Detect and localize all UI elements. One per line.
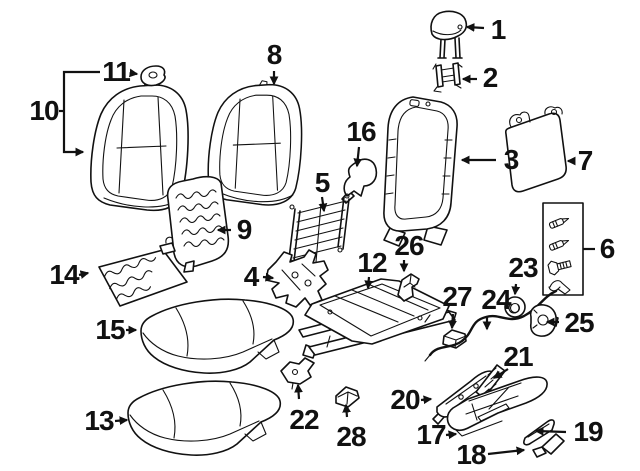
callout-14: 14 — [49, 259, 79, 290]
callout-3: 3 — [503, 144, 520, 175]
callout-6: 6 — [599, 233, 616, 264]
callout-20: 20 — [390, 384, 420, 415]
bushing-drawing — [504, 296, 526, 318]
hardware-kit-drawing — [542, 202, 595, 296]
callout-18: 18 — [456, 439, 486, 470]
seatback-frame-drawing — [383, 96, 458, 247]
mount-bracket-drawing — [280, 357, 315, 390]
callout-11: 11 — [102, 56, 131, 87]
cushion-heat-pad-drawing — [98, 236, 188, 307]
callout-8: 8 — [266, 39, 283, 70]
callout-10: 10 — [29, 95, 59, 126]
callout-26: 26 — [394, 230, 424, 261]
callout-24: 24 — [481, 284, 511, 315]
trim-cover-front-drawing — [532, 433, 565, 458]
callout-12: 12 — [357, 247, 387, 278]
callout-2: 2 — [482, 62, 499, 93]
headrest-drawing — [430, 10, 468, 59]
spring-mat-drawing — [288, 193, 350, 265]
seat-cushion-cover-drawing — [140, 298, 295, 374]
callout-13: 13 — [84, 405, 114, 436]
lumbar-heat-pad-drawing — [166, 175, 230, 273]
trim-cap-drawing — [140, 65, 166, 87]
lumbar-adjuster-drawing — [265, 249, 329, 308]
callout-7: 7 — [577, 145, 594, 176]
callout-19: 19 — [573, 416, 603, 447]
callout-5: 5 — [314, 167, 331, 198]
seat-cushion-pad-drawing — [127, 380, 282, 456]
callout-1: 1 — [490, 14, 507, 45]
callout-16: 16 — [346, 116, 376, 147]
seat-track-drawing — [298, 278, 457, 359]
callout-9: 9 — [236, 214, 253, 245]
callout-27: 27 — [442, 281, 472, 312]
callout-arrows — [59, 23, 576, 456]
release-handle-drawing — [341, 158, 378, 204]
callout-22: 22 — [289, 404, 319, 435]
retainer-clip-drawing — [397, 273, 420, 302]
callout-23: 23 — [508, 252, 538, 283]
callout-21: 21 — [503, 341, 533, 372]
callout-17: 17 — [416, 419, 446, 450]
anchor-clip-drawing — [335, 386, 360, 408]
headrest-guide-drawing — [432, 62, 463, 93]
callout-4: 4 — [243, 261, 260, 292]
side-shield-drawing — [446, 376, 548, 437]
adjust-knob-drawing — [529, 304, 559, 337]
callout-25: 25 — [564, 307, 594, 338]
callout-15: 15 — [95, 314, 125, 345]
seatback-panel-drawing — [504, 106, 567, 193]
callout-28: 28 — [336, 421, 366, 452]
